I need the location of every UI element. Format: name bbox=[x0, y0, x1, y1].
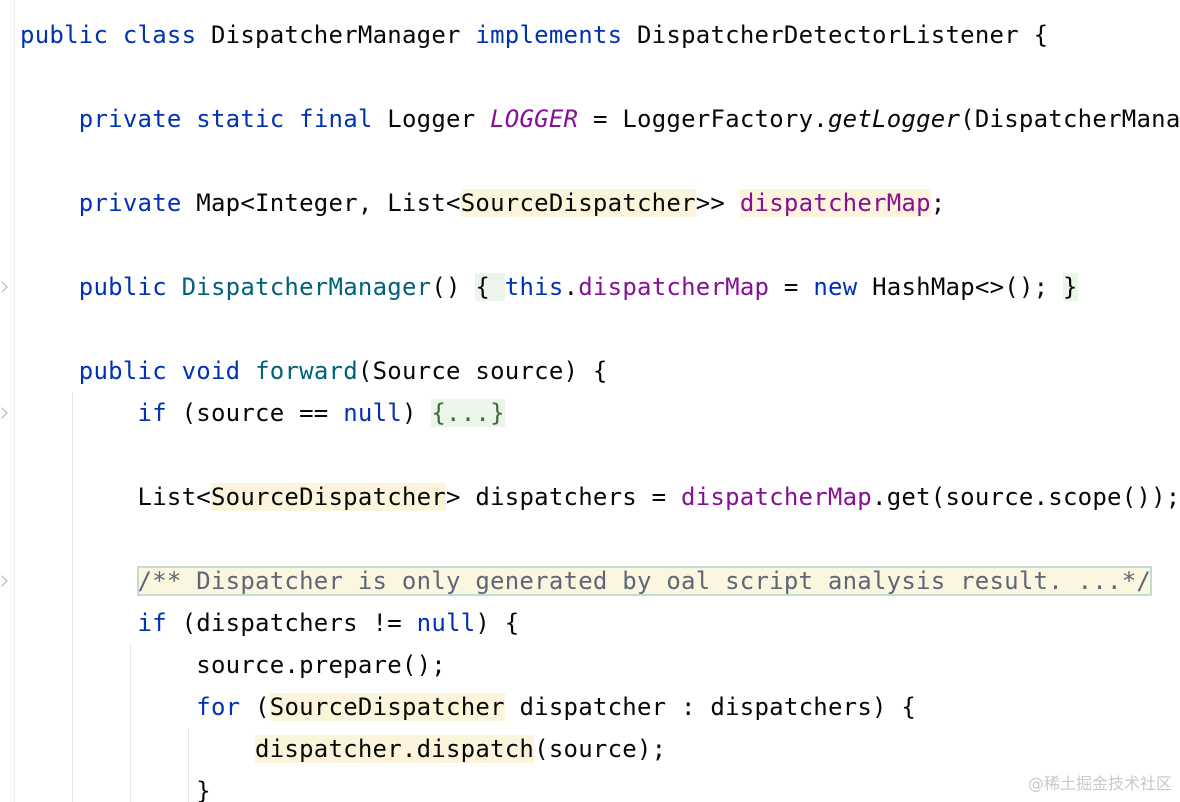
code-line[interactable]: private Map<Integer, List<SourceDispatch… bbox=[20, 182, 945, 224]
code-token: { bbox=[475, 273, 505, 301]
code-token: } bbox=[1063, 273, 1078, 301]
code-token bbox=[20, 693, 196, 721]
code-token: Logger bbox=[372, 105, 491, 133]
code-token: for bbox=[196, 693, 241, 721]
code-token: forward bbox=[255, 357, 358, 385]
code-token: {...} bbox=[431, 399, 505, 427]
code-token: LOGGER bbox=[490, 105, 579, 133]
code-token: SourceDispatcher bbox=[210, 483, 446, 511]
code-token: } bbox=[20, 777, 211, 802]
code-token: SourceDispatcher bbox=[269, 693, 505, 721]
code-token bbox=[240, 357, 255, 385]
watermark: @稀土掘金技术社区 bbox=[1027, 774, 1172, 793]
code-token: class bbox=[122, 21, 197, 49]
code-token: if bbox=[137, 609, 167, 637]
code-token bbox=[182, 105, 197, 133]
code-token bbox=[108, 21, 123, 49]
code-token: public bbox=[78, 273, 167, 301]
code-token: private bbox=[78, 105, 182, 133]
code-line[interactable]: source.prepare(); bbox=[20, 644, 446, 686]
code-token: > dispatchers = bbox=[446, 483, 682, 511]
code-token bbox=[20, 189, 79, 217]
fold-marker-icon[interactable] bbox=[0, 281, 8, 293]
code-token: null bbox=[416, 609, 476, 637]
code-token: HashMap<>(); bbox=[857, 273, 1064, 301]
code-token bbox=[167, 357, 182, 385]
code-token: ( bbox=[240, 693, 270, 721]
code-token bbox=[20, 105, 79, 133]
code-line[interactable]: } bbox=[20, 770, 211, 802]
code-token: implements bbox=[475, 21, 623, 49]
code-token: null bbox=[343, 399, 402, 427]
code-line[interactable]: private static final Logger LOGGER = Log… bbox=[20, 98, 1180, 140]
code-token: dispatcher.dispatch bbox=[255, 735, 535, 763]
code-token: final bbox=[299, 105, 373, 133]
code-token: SourceDispatcher bbox=[460, 189, 696, 217]
code-line[interactable]: public void forward(Source source) { bbox=[20, 350, 608, 392]
code-token: /** Dispatcher is only generated by oal … bbox=[136, 566, 1153, 596]
code-line[interactable]: for (SourceDispatcher dispatcher : dispa… bbox=[20, 686, 916, 728]
code-token bbox=[20, 273, 79, 301]
code-line[interactable]: List<SourceDispatcher> dispatchers = dis… bbox=[20, 476, 1180, 518]
code-token: (source == bbox=[166, 399, 344, 427]
indent-guide bbox=[130, 644, 131, 802]
code-line[interactable]: dispatcher.dispatch(source); bbox=[20, 728, 666, 770]
code-token: . bbox=[563, 273, 579, 301]
code-token: Map<Integer, List< bbox=[181, 189, 461, 217]
code-token: >> bbox=[695, 189, 740, 217]
code-token bbox=[20, 609, 138, 637]
code-token bbox=[284, 105, 299, 133]
code-token: .get(source.scope()); bbox=[872, 483, 1180, 511]
code-token: dispatcherMap bbox=[578, 273, 770, 301]
indent-guide bbox=[72, 392, 73, 802]
fold-marker-icon[interactable] bbox=[0, 407, 8, 419]
code-token: DispatcherDetectorListener { bbox=[622, 21, 1049, 49]
code-token: this bbox=[504, 273, 564, 301]
code-token: (source); bbox=[534, 735, 667, 763]
code-line[interactable]: public class DispatcherManager implement… bbox=[20, 14, 1048, 56]
code-token: public bbox=[78, 357, 167, 385]
code-token: private bbox=[78, 189, 182, 217]
code-token: DispatcherManager bbox=[196, 21, 476, 49]
code-token bbox=[20, 735, 255, 763]
code-token: dispatcherMap bbox=[681, 483, 872, 511]
code-token: static bbox=[196, 105, 285, 133]
code-token: (DispatcherManager.class); bbox=[960, 105, 1180, 133]
code-token: dispatcher : dispatchers) { bbox=[504, 693, 917, 721]
code-token: getLogger bbox=[827, 105, 961, 133]
code-token: ) bbox=[401, 399, 432, 427]
code-token: if bbox=[137, 399, 167, 427]
code-token: = LoggerFactory. bbox=[578, 105, 828, 133]
code-token: List< bbox=[20, 483, 211, 511]
gutter-edge bbox=[14, 0, 15, 802]
code-token: ; bbox=[930, 189, 946, 217]
code-token bbox=[20, 399, 138, 427]
code-token: ) { bbox=[475, 609, 520, 637]
code-token: dispatcherMap bbox=[739, 189, 931, 217]
code-line[interactable]: if (source == null) {...} bbox=[20, 392, 505, 434]
fold-marker-icon[interactable] bbox=[0, 575, 8, 587]
code-token: new bbox=[813, 273, 858, 301]
indent-guide bbox=[188, 728, 189, 802]
code-line[interactable]: /** Dispatcher is only generated by oal … bbox=[20, 560, 1153, 602]
code-token: void bbox=[181, 357, 241, 385]
code-token bbox=[20, 567, 138, 595]
code-token: () bbox=[431, 273, 476, 301]
code-line[interactable]: public DispatcherManager() { this.dispat… bbox=[20, 266, 1078, 308]
code-token: public bbox=[20, 21, 109, 49]
code-token: source.prepare(); bbox=[20, 651, 446, 679]
code-token: DispatcherManager bbox=[181, 273, 432, 301]
code-token: (Source source) { bbox=[357, 357, 608, 385]
code-token bbox=[167, 273, 182, 301]
code-line[interactable]: if (dispatchers != null) { bbox=[20, 602, 520, 644]
code-token: (dispatchers != bbox=[166, 609, 417, 637]
code-token: = bbox=[769, 273, 814, 301]
code-token bbox=[20, 357, 79, 385]
